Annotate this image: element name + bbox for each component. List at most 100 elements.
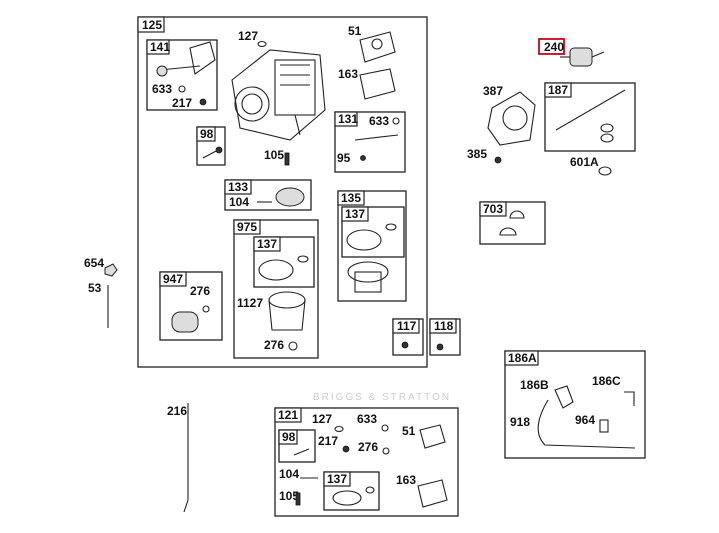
label-121: 121 [278, 408, 298, 422]
label-127b: 127 [312, 412, 332, 426]
label-654: 654 [84, 256, 104, 270]
label-118: 118 [434, 319, 454, 333]
label-186A: 186A [508, 351, 537, 365]
label-98b: 98 [282, 430, 296, 444]
fitting-186C-icon [624, 391, 635, 406]
clip-703b-icon [499, 227, 517, 236]
lever-part-icon [156, 65, 168, 77]
plate-part-icon [189, 41, 216, 75]
gasket-51b-icon [419, 424, 446, 449]
label-385: 385 [467, 147, 487, 161]
label-1127: 1127 [237, 296, 263, 310]
fuel-pump-387-icon [487, 91, 536, 146]
tag-135[interactable] [337, 190, 365, 206]
assembly-box-947 [159, 271, 223, 341]
assembly-box-975 [233, 219, 319, 359]
tag-131[interactable] [334, 111, 358, 127]
label-127: 127 [238, 29, 258, 43]
label-276c: 276 [358, 440, 378, 454]
plug-964-icon [599, 419, 609, 433]
assembly-box-125 [137, 16, 428, 368]
assembly-box-135 [337, 190, 407, 302]
tag-137c[interactable] [323, 471, 351, 487]
tag-137b[interactable] [253, 236, 281, 252]
label-633a: 633 [152, 82, 172, 96]
label-964: 964 [575, 413, 595, 427]
oring-part-icon [178, 85, 186, 93]
tag-117[interactable] [392, 318, 420, 334]
assembly-box-187 [544, 82, 636, 152]
label-104: 104 [229, 195, 249, 209]
label-633b: 633 [369, 114, 389, 128]
label-137c: 137 [327, 472, 347, 486]
tag-98b[interactable] [278, 429, 298, 445]
label-703: 703 [483, 202, 503, 216]
assembly-box-137c [323, 471, 380, 511]
assembly-box-137a [341, 206, 405, 258]
label-98: 98 [200, 127, 214, 141]
tag-137a[interactable] [341, 206, 369, 222]
link-rod-216-icon [183, 403, 189, 513]
gasket-51-icon [359, 31, 396, 63]
clamp-601A-icon [598, 166, 612, 176]
label-217a: 217 [172, 96, 192, 110]
vent-hose-918-icon [537, 399, 636, 449]
fuel-line-187-icon [555, 89, 626, 131]
label-186B: 186B [520, 378, 549, 392]
solenoid-part-icon [171, 311, 199, 333]
label-947: 947 [163, 272, 183, 286]
label-276b: 276 [190, 284, 210, 298]
label-104b: 104 [279, 467, 299, 481]
carburetor-body-icon [231, 49, 326, 141]
label-601A: 601A [570, 155, 599, 169]
screw-part-icon [199, 98, 207, 106]
assembly-box-703 [479, 201, 546, 245]
label-163b: 163 [396, 473, 416, 487]
assembly-box-141 [146, 39, 218, 111]
nut-part-icon [104, 263, 118, 277]
fitting-186B-icon [554, 385, 574, 409]
clip-703a-icon [509, 210, 525, 219]
watermark: BRIGGS & STRATTON [313, 392, 451, 403]
label-187: 187 [548, 83, 568, 97]
assembly-box-131 [334, 111, 406, 173]
tag-125[interactable] [137, 16, 165, 33]
tag-703[interactable] [479, 201, 507, 217]
label-53: 53 [88, 281, 102, 295]
label-105b: 105 [279, 489, 299, 503]
label-105: 105 [264, 148, 284, 162]
assembly-box-137b [253, 236, 315, 288]
label-163: 163 [338, 67, 358, 81]
label-240: 240 [544, 40, 564, 54]
choke-shaft-icon [354, 134, 399, 141]
label-125: 125 [142, 18, 162, 32]
assembly-box-186A [504, 350, 646, 459]
assembly-box-133 [224, 179, 312, 211]
tag-187[interactable] [544, 82, 572, 98]
label-137b: 137 [257, 237, 277, 251]
tag-975[interactable] [233, 219, 261, 235]
label-276a: 276 [264, 338, 284, 352]
tag-186A[interactable] [504, 350, 539, 366]
label-633c: 633 [357, 412, 377, 426]
label-975: 975 [237, 220, 257, 234]
tag-118[interactable] [429, 318, 457, 334]
label-133: 133 [228, 180, 248, 194]
float-part-icon [275, 187, 305, 207]
plug-part-icon [257, 40, 267, 48]
label-918: 918 [510, 415, 530, 429]
tag-121[interactable] [274, 407, 302, 423]
needle-part-icon [284, 152, 290, 166]
highlight-240[interactable] [538, 38, 565, 55]
tag-947[interactable] [159, 271, 187, 287]
fuel-filter-240-icon [560, 47, 605, 67]
tag-98[interactable] [196, 126, 216, 142]
spring-part-icon [202, 149, 219, 159]
tag-133[interactable] [224, 179, 252, 195]
bowl-975-icon [268, 291, 306, 331]
label-217b: 217 [318, 434, 338, 448]
tag-141[interactable] [146, 39, 170, 55]
label-135: 135 [341, 191, 361, 205]
assembly-box-121 [274, 407, 459, 517]
